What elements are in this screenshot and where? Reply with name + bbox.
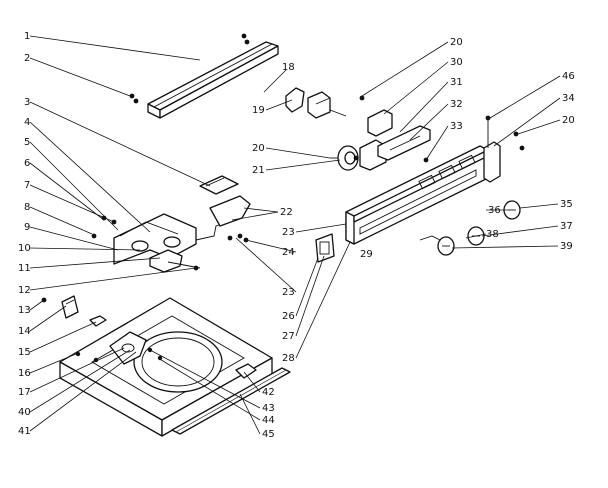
label-20c: 20 [562, 115, 575, 126]
label-35: 35 [560, 199, 573, 210]
part-switch-block [315, 233, 335, 263]
label-39: 39 [560, 241, 573, 252]
label-17: 17 [18, 387, 31, 398]
label-21: 21 [252, 165, 265, 176]
label-43: 43 [262, 403, 275, 414]
label-9: 9 [24, 222, 30, 233]
label-2: 2 [24, 53, 30, 64]
label-12: 12 [18, 285, 31, 296]
label-33: 33 [450, 121, 463, 132]
label-46: 46 [562, 71, 575, 82]
label-34: 34 [562, 93, 575, 104]
label-42: 42 [262, 387, 275, 398]
label-20b: 20 [252, 143, 265, 154]
part-lower-bracket [41, 295, 107, 327]
label-36: 36 [488, 205, 501, 216]
label-31: 31 [450, 77, 463, 88]
label-8: 8 [24, 202, 30, 213]
label-4: 4 [24, 117, 30, 128]
label-16: 16 [18, 368, 31, 379]
callout-labels: 1 2 3 4 5 6 7 8 9 10 11 12 13 14 15 16 1… [18, 31, 575, 440]
part-end-bracket [483, 115, 525, 183]
label-23a: 23 [282, 227, 295, 238]
label-23b: 23 [282, 287, 295, 298]
label-37: 37 [560, 221, 573, 232]
label-7: 7 [24, 180, 30, 191]
label-24: 24 [282, 247, 295, 258]
label-18: 18 [282, 62, 295, 73]
label-1: 1 [24, 31, 30, 42]
label-27: 27 [282, 331, 295, 342]
label-40: 40 [18, 407, 31, 418]
label-41: 41 [18, 426, 31, 437]
part-hinge-assembly [91, 195, 251, 273]
label-6: 6 [24, 158, 30, 169]
label-20a: 20 [450, 37, 463, 48]
label-14: 14 [18, 326, 31, 337]
label-11: 11 [18, 263, 31, 274]
part-trim-channel [147, 41, 279, 119]
part-switch-group [285, 87, 347, 119]
label-28: 28 [282, 353, 295, 364]
label-38: 38 [486, 229, 499, 240]
leader-lines [29, 35, 561, 435]
part-lid-hinge [199, 175, 239, 195]
label-32: 32 [450, 99, 463, 110]
label-22: 22 [280, 207, 293, 218]
label-10: 10 [18, 243, 31, 254]
label-5: 5 [24, 137, 30, 148]
label-19: 19 [252, 105, 265, 116]
label-29: 29 [360, 249, 373, 260]
label-13: 13 [18, 305, 31, 316]
label-44: 44 [262, 415, 275, 426]
label-3: 3 [24, 97, 30, 108]
part-base-frame [59, 297, 273, 437]
label-30: 30 [450, 57, 463, 68]
label-45: 45 [262, 429, 275, 440]
part-timer-assembly [330, 139, 387, 171]
part-front-trim [171, 367, 291, 435]
label-15: 15 [18, 347, 31, 358]
part-bracket-right [353, 95, 431, 163]
part-screws-top [129, 33, 250, 104]
label-26: 26 [282, 311, 295, 322]
